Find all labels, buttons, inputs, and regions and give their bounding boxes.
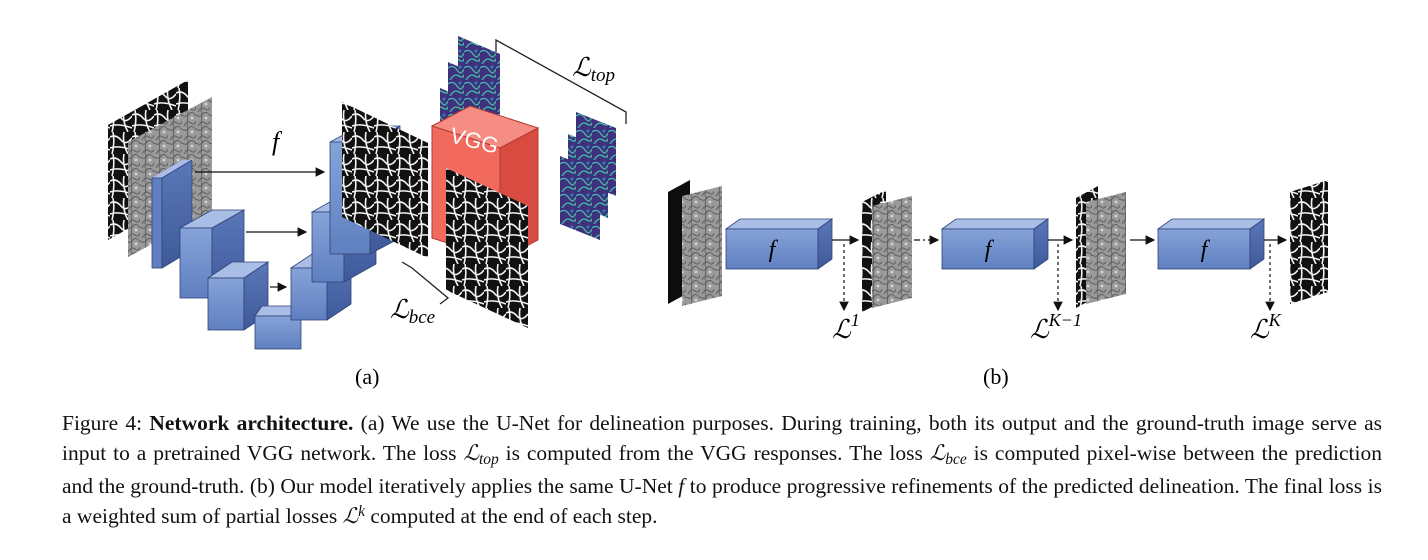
loss-top-subscript: top (591, 65, 615, 86)
caption-loss-k-symbol: ℒ (342, 504, 359, 528)
loss-k-minus-1-superscript: K−1 (1048, 310, 1082, 330)
caption-loss-top-subscript: top (478, 451, 499, 469)
loss-bce-symbol: ℒ (390, 295, 410, 324)
unet-encoder-block-3 (206, 261, 270, 331)
iteration-1-output-image (872, 196, 912, 308)
loss-bce-label: ℒbce (390, 295, 435, 328)
prediction-image (342, 102, 428, 258)
loss-1-symbol: ℒ (832, 315, 852, 344)
iteration-1-function-label: f (769, 237, 779, 263)
caption-text-4: to produce progressive refinements of th… (62, 474, 1382, 528)
loss-top-label: ℒtop (572, 53, 615, 86)
iteration-k-minus-1-output-image (1086, 192, 1126, 304)
loss-k-minus-1-symbol: ℒ (1030, 315, 1050, 344)
loss-bce-bracket (401, 261, 450, 305)
figure-caption: Figure 4: Network architecture. (a) We u… (62, 408, 1382, 534)
loss-k-superscript: K (1268, 310, 1282, 330)
caption-loss-bce-subscript: bce (945, 451, 967, 469)
caption-loss-top-symbol: ℒ (463, 441, 479, 465)
loss-k-minus-1-label: ℒK−1 (1030, 310, 1082, 344)
panel-b: f ℒ1 f ℒK−1 f (668, 180, 1328, 389)
loss-k-label: ℒK (1250, 310, 1282, 344)
iter-input-gray-image (682, 186, 722, 306)
unet-function-label: f (272, 127, 283, 156)
panel-a: f VGG ℒtop ℒ (108, 36, 627, 389)
caption-loss-bce-symbol: ℒ (929, 441, 946, 465)
caption-text-1: (a) We use the U-Net for delineation pur… (62, 411, 1383, 465)
loss-1-label: ℒ1 (832, 310, 860, 344)
loss-bce-subscript: bce (409, 307, 435, 328)
figure-diagram: f VGG ℒtop ℒ (108, 36, 1328, 389)
iteration-k-minus-1-function-label: f (985, 237, 995, 263)
unet-iteration-k-minus-1-block: f (940, 218, 1050, 270)
loss-k-symbol: ℒ (1250, 315, 1270, 344)
caption-f-symbol: f (678, 474, 685, 498)
unet-iteration-k-block: f (1156, 218, 1266, 270)
loss-top-symbol: ℒ (572, 53, 592, 82)
caption-text-3: is computed pixel-wise between the predi… (62, 441, 1382, 498)
caption-figure-number: Figure 4: (62, 411, 143, 435)
vgg-feature-maps-bottom (560, 112, 616, 240)
caption-text-5: computed at the end of each step. (365, 504, 658, 528)
panel-b-label: (b) (983, 364, 1009, 389)
loss-1-superscript: 1 (851, 310, 860, 330)
final-delineation-image (1290, 180, 1328, 304)
iteration-k-function-label: f (1201, 237, 1211, 263)
caption-loss-k-superscript: k (358, 503, 366, 521)
unet-iteration-1-block: f (724, 218, 834, 270)
loss-top-bracket (495, 38, 627, 124)
ground-truth-image (446, 168, 528, 328)
caption-text-2: is computed from the VGG responses. The … (498, 441, 930, 465)
caption-title: Network architecture. (149, 411, 354, 435)
panel-a-label: (a) (355, 364, 379, 389)
